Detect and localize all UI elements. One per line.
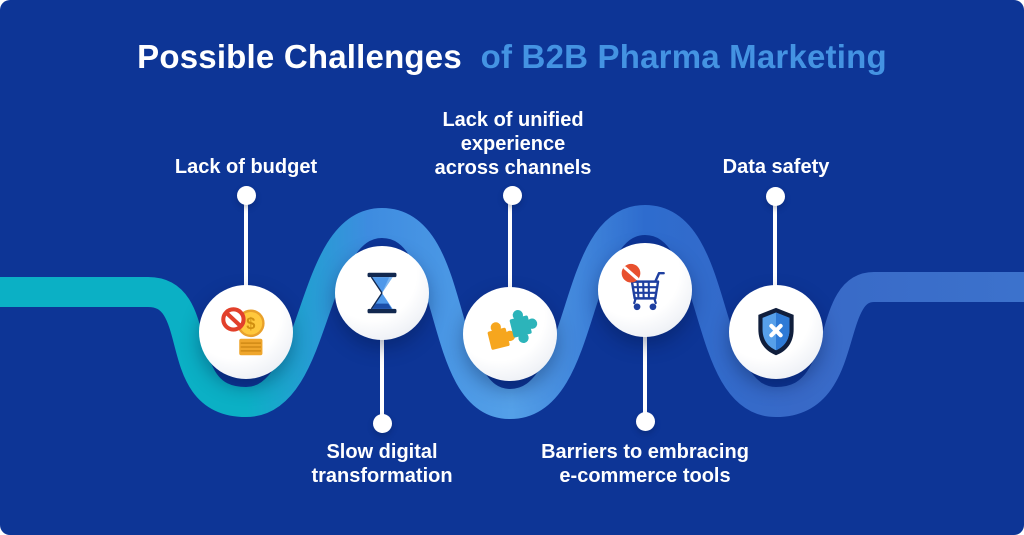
connector-line-digital xyxy=(380,293,384,423)
label-lack-of-unified-experience: Lack of unified experience across channe… xyxy=(434,109,592,179)
page-title-accent: of B2B Pharma Marketing xyxy=(480,38,887,75)
label-data-safety: Data safety xyxy=(722,156,830,178)
node-data-safety xyxy=(729,285,823,379)
node-barriers-ecommerce xyxy=(598,243,692,337)
no-budget-coins-icon: $ xyxy=(221,307,265,356)
connector-dot-digital xyxy=(373,414,392,433)
label-barriers-ecommerce: Barriers to embracing e-commerce tools xyxy=(541,441,749,487)
page-title-main: Possible Challenges xyxy=(137,38,462,75)
connector-dot-ecommerce xyxy=(636,412,655,431)
connector-dot-data-safety xyxy=(766,187,785,206)
connector-line-budget xyxy=(244,195,248,332)
node-slow-digital-transformation xyxy=(335,246,429,340)
connector-dot-budget xyxy=(237,186,256,205)
connector-line-unified xyxy=(508,195,512,334)
svg-text:$: $ xyxy=(246,315,255,333)
connector-dot-unified xyxy=(503,186,522,205)
node-lack-of-unified-experience xyxy=(463,287,557,381)
puzzle-pieces-icon xyxy=(487,309,538,350)
shield-x-icon xyxy=(758,307,794,356)
connector-line-data-safety xyxy=(773,196,777,332)
label-lack-of-budget: Lack of budget xyxy=(174,156,318,178)
label-slow-digital-transformation: Slow digital transformation xyxy=(311,441,453,487)
node-lack-of-budget: $ xyxy=(199,285,293,379)
connector-line-ecommerce xyxy=(643,290,647,421)
hourglass-icon xyxy=(367,272,397,314)
page-title: Possible Challenges of B2B Pharma Market… xyxy=(0,38,1024,76)
journey-wave-path xyxy=(0,204,1024,420)
no-ecommerce-cart-icon xyxy=(621,263,665,311)
